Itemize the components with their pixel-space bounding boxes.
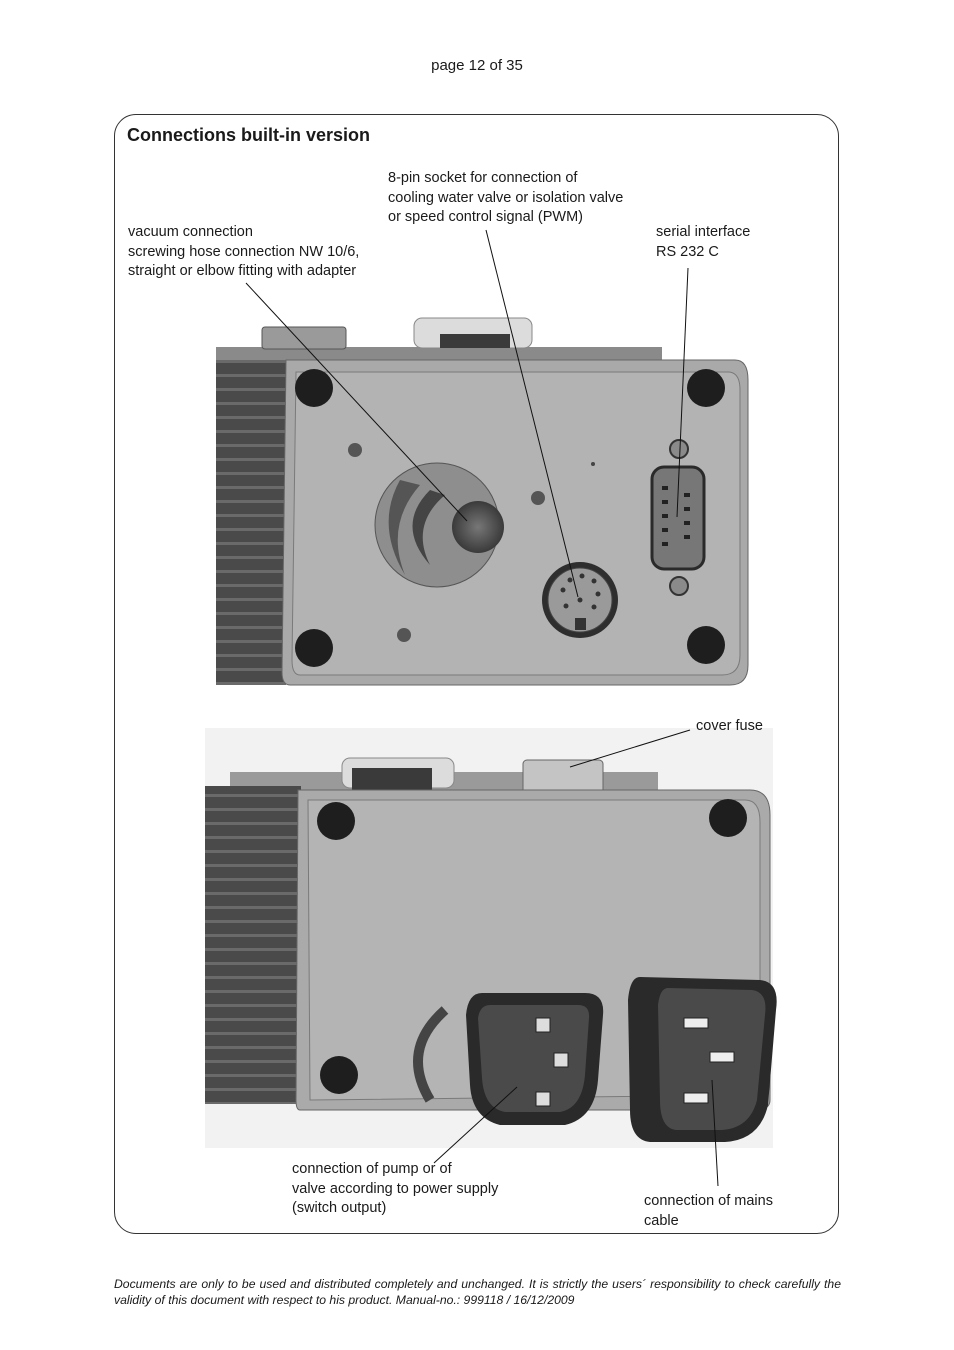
cover-fuse-label: cover fuse (696, 717, 763, 737)
pump-label-line-2: valve according to power supply (292, 1180, 499, 1197)
mains-connection-label: connection of mains cable (644, 1192, 773, 1231)
fuse-label-line-1: cover fuse (696, 718, 763, 734)
bottom-device (205, 728, 777, 1148)
socket-label-line-1: 8-pin socket for connection of (388, 170, 578, 186)
socket-label-line-3: or speed control signal (PWM) (388, 209, 584, 225)
vacuum-label-line-1: vacuum connection (128, 224, 253, 240)
socket-label-line-2: cooling water valve or isolation valve (388, 189, 624, 206)
vacuum-label-line-2: screwing hose connection NW 10/6, (128, 243, 360, 260)
serial-label-line-2: RS 232 C (656, 243, 719, 260)
pump-connection-label: connection of pump or of valve according… (292, 1160, 498, 1219)
vacuum-label-line-3: straight or elbow fitting with adapter (128, 263, 357, 279)
figure-frame (114, 114, 839, 1234)
callout-lines (245, 229, 719, 1187)
serial-interface-label: serial interface RS 232 C (656, 223, 750, 262)
mains-label-line-2: cable (644, 1212, 679, 1229)
socket-label: 8-pin socket for connection of cooling w… (388, 169, 623, 228)
footer-disclaimer: Documents are only to be used and distri… (114, 1277, 841, 1307)
page-number: page 12 of 35 (431, 57, 523, 74)
section-title: Connections built-in version (127, 125, 371, 145)
pump-label-line-1: connection of pump or of (292, 1161, 452, 1177)
vacuum-connection-label: vacuum connection screwing hose connecti… (128, 223, 359, 282)
top-device (216, 317, 749, 686)
serial-label-line-1: serial interface (656, 224, 751, 240)
mains-label-line-1: connection of mains (644, 1193, 773, 1209)
pump-label-line-3: (switch output) (292, 1200, 387, 1216)
